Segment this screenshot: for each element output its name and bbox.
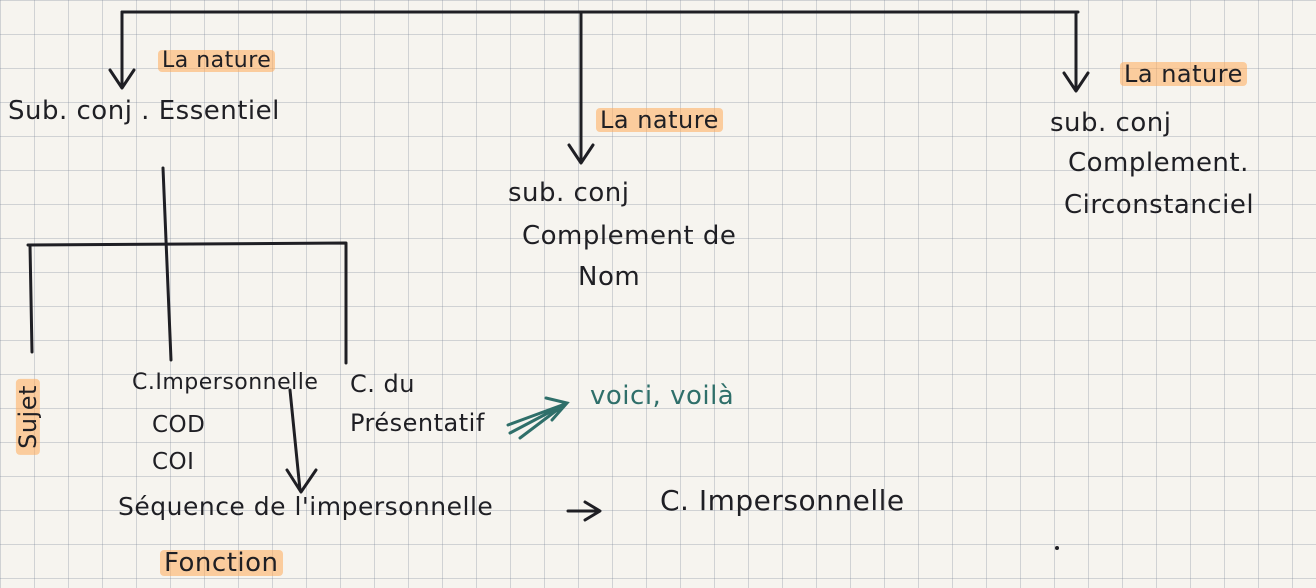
- label-sequence-impersonnelle: Séquence de l'impersonnelle: [118, 492, 494, 521]
- arrow-circonstanciel: [1062, 10, 1090, 93]
- ink-dot: [1055, 546, 1059, 550]
- label-nature-nom: La nature: [596, 108, 723, 132]
- label-circ-line3: Circonstanciel: [1064, 190, 1255, 220]
- label-sujet: Sujet: [14, 379, 42, 455]
- arrow-essentiel: [108, 10, 136, 90]
- arrow-to-impersonnelle: [566, 500, 602, 522]
- label-sub-conj-essentiel: Sub. conj . Essentiel: [8, 96, 280, 126]
- label-cod: COD: [152, 412, 206, 438]
- label-circ-line1: sub. conj: [1050, 108, 1172, 138]
- label-nom-line2: Complement de: [522, 221, 737, 251]
- arrow-complement-nom: [567, 10, 595, 165]
- label-c-du: C. du: [350, 370, 415, 398]
- essentiel-stem: [161, 166, 173, 362]
- label-c-impersonnelle-result: C. Impersonnelle: [660, 484, 905, 517]
- label-c-impersonnelle: C.Impersonnelle: [132, 370, 319, 395]
- arrow-to-voici: [506, 396, 570, 440]
- label-nature-circ: La nature: [1120, 62, 1247, 86]
- fonction-bracket: [26, 241, 348, 365]
- label-nature-essentiel: La nature: [158, 50, 276, 72]
- label-nom-line3: Nom: [578, 262, 641, 292]
- label-voici-voila: voici, voilà: [590, 381, 735, 411]
- label-presentatif: Présentatif: [350, 409, 485, 437]
- label-fonction: Fonction: [160, 550, 283, 576]
- label-nom-line1: sub. conj: [508, 178, 630, 208]
- label-coi: COI: [152, 449, 195, 475]
- arrow-sequence: [285, 388, 318, 494]
- label-circ-line2: Complement.: [1068, 148, 1249, 178]
